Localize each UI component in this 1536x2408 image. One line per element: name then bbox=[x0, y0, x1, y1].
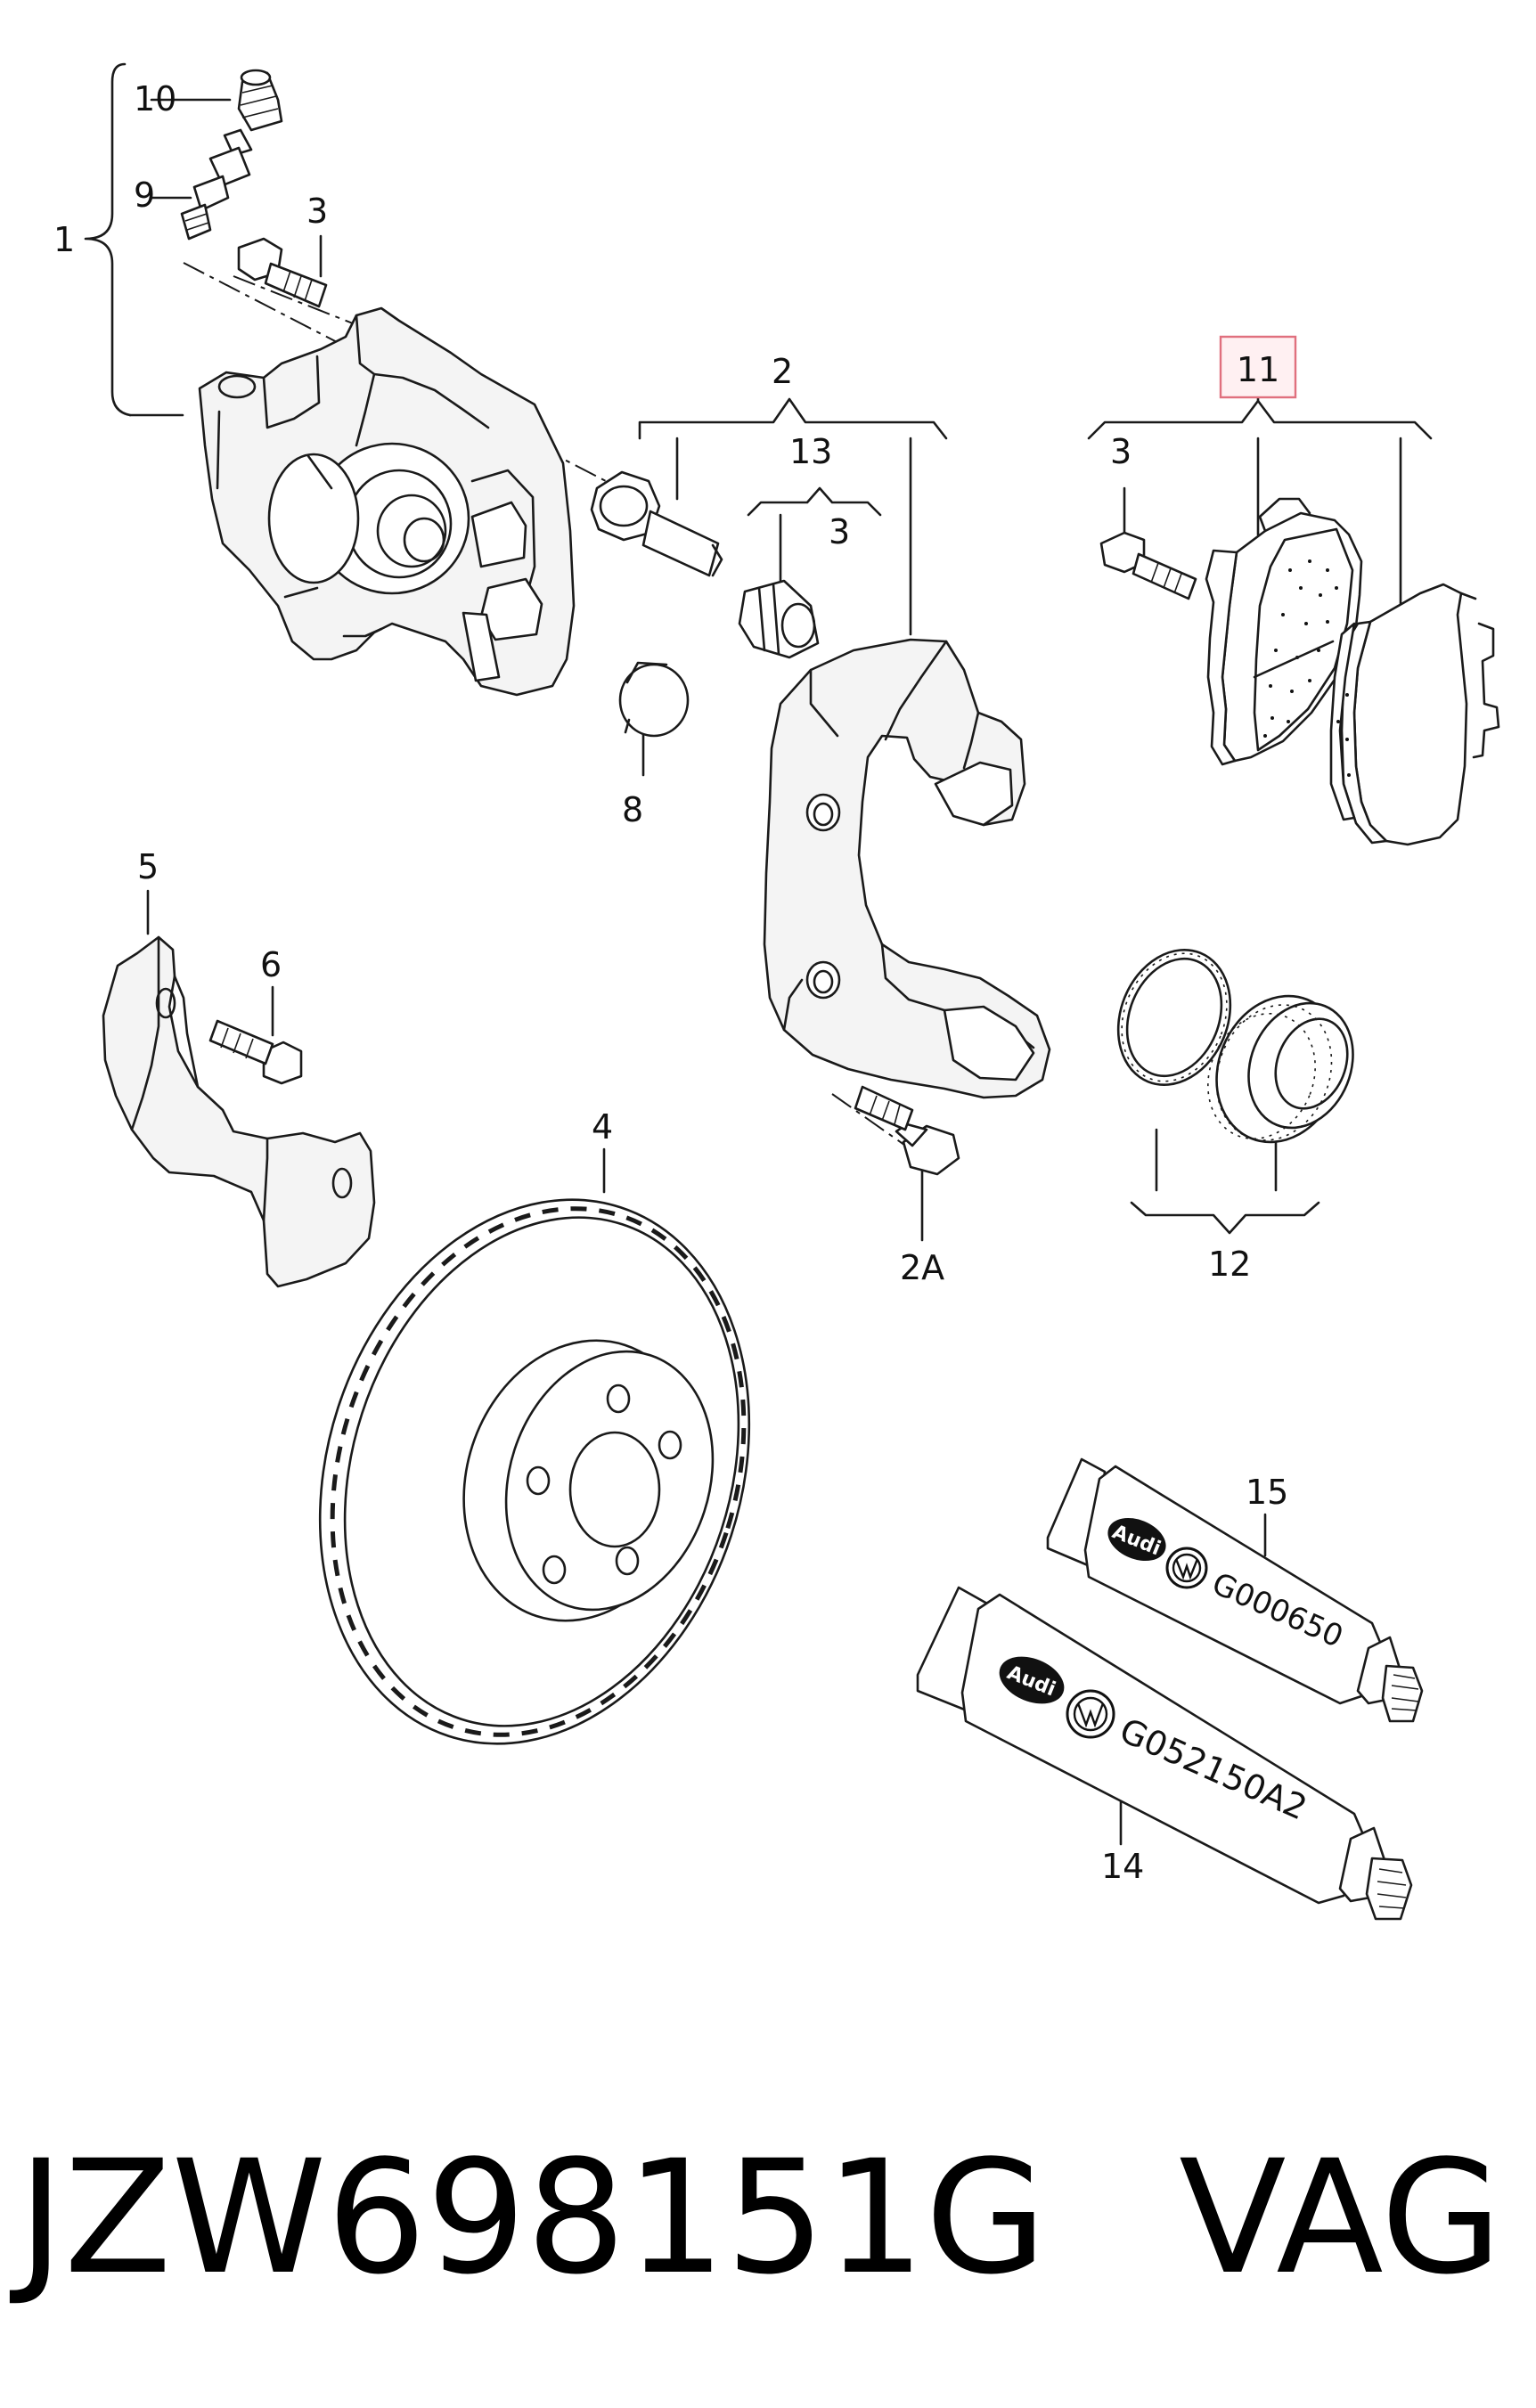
callout-11-highlight bbox=[1219, 335, 1297, 399]
grease-tube-part-15: Audi G000650 bbox=[1046, 1457, 1424, 1723]
vw-logo-icon bbox=[1174, 1558, 1199, 1580]
callout-15: 15 bbox=[1246, 1473, 1288, 1512]
bushing-part-13 bbox=[738, 579, 820, 659]
brake-disc-part-6 bbox=[318, 1198, 751, 1745]
callout-1: 1 bbox=[53, 220, 75, 259]
dust-cap-part-10 bbox=[618, 661, 690, 738]
callout-11: 11 bbox=[1237, 350, 1279, 389]
callout-2: 2 bbox=[772, 352, 793, 391]
brake-pads-part-11 bbox=[1205, 497, 1500, 846]
friction-texture-outer bbox=[1336, 693, 1351, 777]
callout-2a: 2A bbox=[900, 1248, 944, 1287]
callout-6: 4 bbox=[592, 1107, 613, 1147]
hex-bolt-part-9 bbox=[208, 1019, 303, 1085]
bolt-part-2a bbox=[854, 1085, 960, 1176]
hex-bolt-part-3-top bbox=[237, 237, 328, 308]
callout-5: 10 bbox=[134, 79, 176, 118]
callout-13: 13 bbox=[789, 432, 832, 471]
callout-8: 5 bbox=[137, 847, 159, 886]
hex-bolt-part-3-right bbox=[1099, 531, 1197, 600]
grease-tube-part-14: Audi G052150A2 bbox=[916, 1586, 1413, 1921]
callout-3b: 3 bbox=[829, 512, 850, 551]
vw-logo-icon bbox=[1076, 1702, 1105, 1728]
callout-3c: 3 bbox=[1110, 432, 1132, 471]
seal-kit-part-12 bbox=[1116, 948, 1354, 1144]
caliper-carrier-part-2 bbox=[763, 638, 1051, 1099]
callout-12: 12 bbox=[1208, 1245, 1251, 1284]
brand-label: VAG bbox=[1179, 2126, 1502, 2309]
callout-4: 9 bbox=[134, 175, 155, 215]
part-number: JZW698151G bbox=[9, 2126, 1047, 2309]
bleeder-cap-part-5 bbox=[237, 69, 283, 132]
heat-shield-part-8 bbox=[102, 935, 376, 1288]
bleeder-screw-part-4 bbox=[180, 128, 253, 241]
callout-10: 8 bbox=[622, 790, 643, 829]
footer: JZW698151G VAG bbox=[9, 2126, 1502, 2309]
callout-3a: 3 bbox=[306, 192, 328, 231]
callout-9: 6 bbox=[260, 945, 282, 984]
brake-caliper-part-1 bbox=[198, 306, 576, 697]
callout-labels: 10 9 1 3 2 13 3 8 11 3 5 6 4 2A 12 15 14 bbox=[53, 79, 1297, 1886]
guide-pin-part-2 bbox=[590, 470, 723, 577]
callout-14: 14 bbox=[1101, 1847, 1144, 1886]
